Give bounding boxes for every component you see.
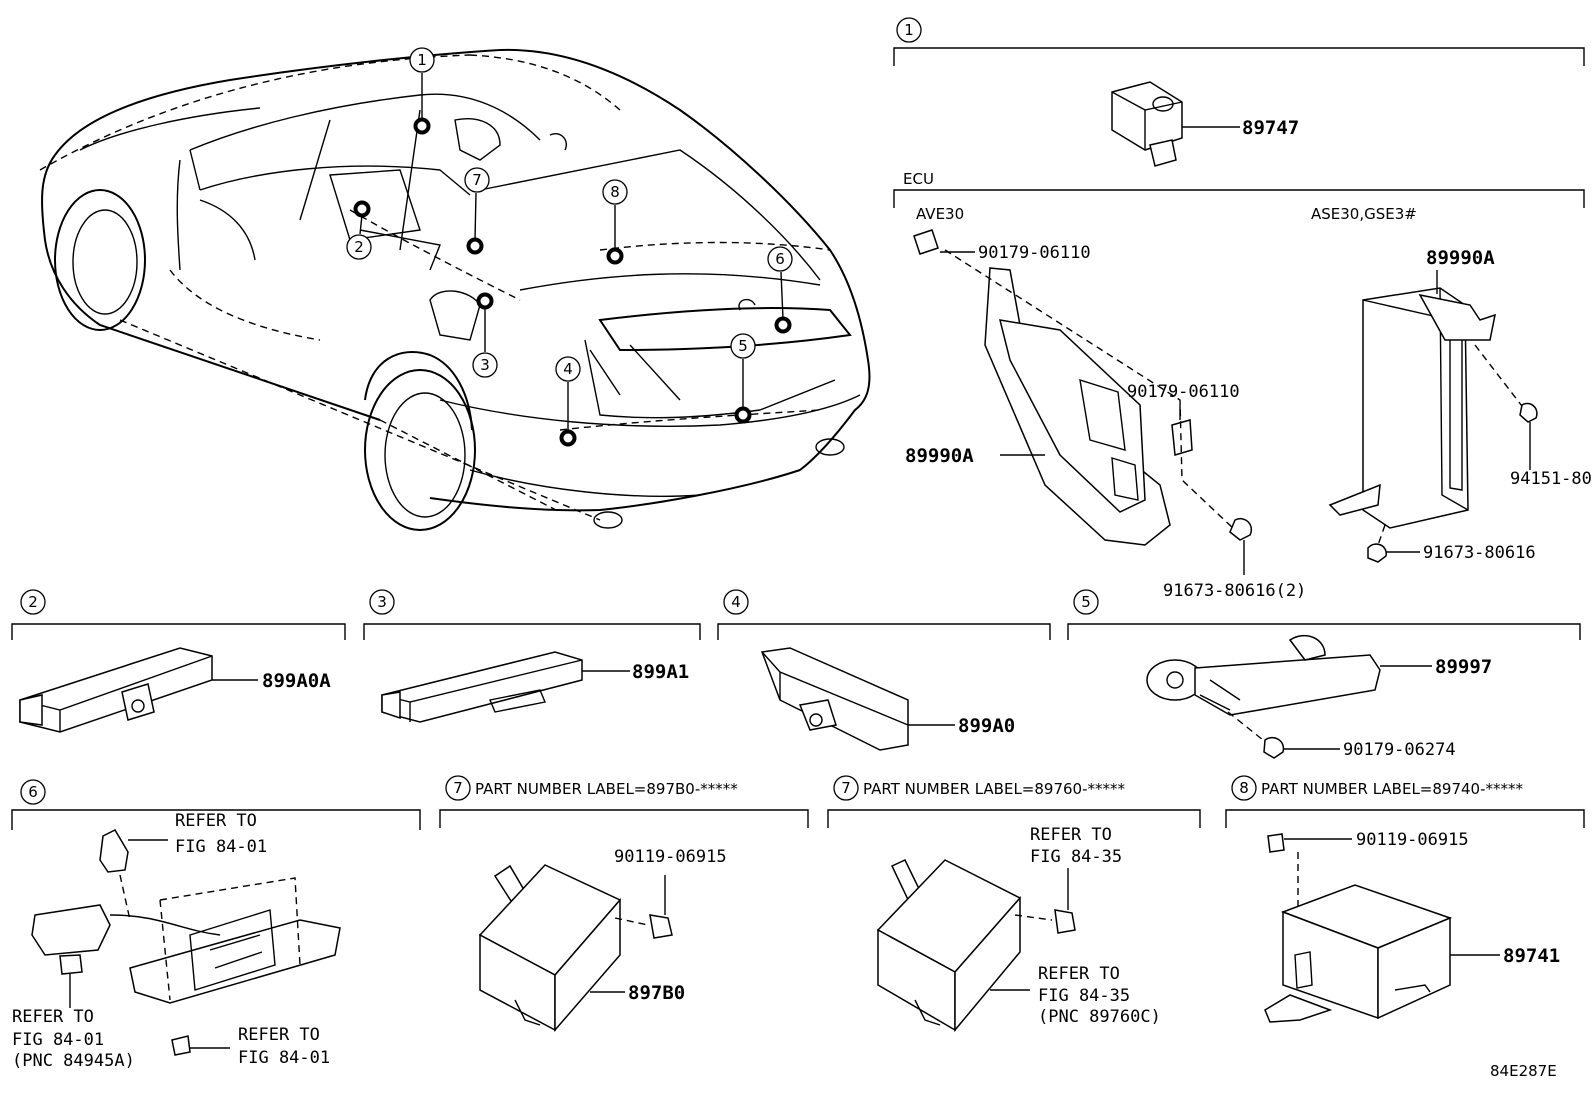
svg-text:1: 1 [417,51,427,69]
refer-to-3: REFER TO [238,1025,320,1045]
section-2: 2 899A0A [11,589,346,733]
section-8-number: 8 [1239,779,1249,797]
part-number-89997: 89997 [1435,656,1492,678]
part-number-899a0: 899A0 [958,715,1015,737]
refer-fig-7b-2: FIG 84-35 [1038,986,1130,1006]
section-4: 4 899A0 [717,589,1051,751]
ase30-ecu-drawing [1328,287,1538,563]
part-number-89990a-ase30: 89990A [1426,247,1495,269]
section-5: 5 89997 90179-06274 [1067,589,1581,760]
svg-text:6: 6 [775,250,785,268]
part-number-94151-80600: 94151-80600 [1510,469,1592,489]
part-number-90119-06915-b: 90119-06915 [1356,830,1469,850]
section-8: 8 PART NUMBER LABEL=89740-***** 90119-06… [1225,775,1585,1023]
antenna-89997-drawing [1146,634,1381,759]
section-7b: 7 PART NUMBER LABEL=89760-***** REFER TO… [827,775,1201,1033]
part-number-89990a-ave30: 89990A [905,445,974,467]
section-3-number: 3 [377,593,387,611]
refer-to-7b-1: REFER TO [1030,825,1112,845]
ecu-897b0-drawing [478,864,673,1033]
part-number-899a1: 899A1 [632,661,689,683]
svg-text:2: 2 [354,238,364,256]
handle-assembly-drawing [31,829,341,1056]
car-callout-8: 8 [602,179,628,205]
part-number-89741: 89741 [1503,945,1560,967]
part-number-899a0a: 899A0A [262,670,331,692]
refer-to-2: REFER TO [12,1007,94,1027]
refer-fig-1: FIG 84-01 [175,837,267,857]
section-5-number: 5 [1081,593,1091,611]
car-callout-2: 2 [346,234,372,260]
section-3: 3 899A1 [363,589,701,723]
refer-pnc-7b: (PNC 89760C) [1038,1007,1161,1027]
refer-fig-7b-1: FIG 84-35 [1030,847,1122,867]
antenna-899a1-drawing [381,651,583,723]
section-6: 6 REFER TO FIG 84-01 REFER TO FIG 84-01 … [11,779,421,1071]
section-7a: 7 PART NUMBER LABEL=897B0-***** 90119-06… [439,775,809,1033]
ecu-89760-drawing [876,859,1076,1033]
car-callout-7: 7 [464,167,490,193]
car-callout-3: 3 [472,352,498,378]
section-1: 1 89747 [893,17,1585,167]
car-callout-1: 1 [409,47,435,73]
refer-to-1: REFER TO [175,811,257,831]
part-number-90119-06915-a: 90119-06915 [614,847,727,867]
car-callout-4: 4 [555,356,581,382]
part-number-91673-80616-2: 91673-80616(2) [1163,581,1306,601]
antenna-899a0a-drawing [19,647,213,733]
section-2-number: 2 [28,593,38,611]
model-ave30: AVE30 [916,205,964,223]
part-number-90179-06274: 90179-06274 [1343,740,1456,760]
section-6-number: 6 [28,783,38,801]
figure-id: 84E287E [1490,1062,1557,1080]
car-illustration: 1 2 7 3 4 8 5 6 [39,47,871,531]
refer-to-7b-2: REFER TO [1038,964,1120,984]
refer-pnc-2: (PNC 84945A) [12,1051,135,1071]
ecu-89741-drawing [1264,833,1453,1023]
refer-fig-2: FIG 84-01 [12,1030,104,1050]
part-number-89747: 89747 [1242,117,1299,139]
part-number-90179-06110-a: 90179-06110 [978,243,1091,263]
ecu-section: ECU AVE30 ASE30,GSE3# 90179-06110 90179-… [893,170,1592,601]
svg-text:4: 4 [563,360,573,378]
section-4-number: 4 [731,593,741,611]
sensor-89747-drawing [1111,81,1183,167]
part-number-label-89760: PART NUMBER LABEL=89760-***** [863,780,1125,798]
refer-fig-3: FIG 84-01 [238,1048,330,1068]
ecu-label: ECU [903,170,934,188]
svg-text:3: 3 [480,356,490,374]
part-number-label-897b0: PART NUMBER LABEL=897B0-***** [475,780,738,798]
section-7a-number: 7 [453,779,463,797]
ave30-ecu-drawing [913,229,1252,575]
car-callout-5: 5 [730,333,756,359]
section-7b-number: 7 [841,779,851,797]
svg-text:5: 5 [738,337,748,355]
part-number-90179-06110-b: 90179-06110 [1127,382,1240,402]
section-1-number: 1 [904,21,914,39]
svg-text:8: 8 [610,183,620,201]
car-callout-6: 6 [767,246,793,272]
part-number-91673-80616: 91673-80616 [1423,543,1536,563]
model-ase30: ASE30,GSE3# [1311,205,1417,223]
antenna-899a0-drawing [760,647,909,751]
svg-text:7: 7 [472,171,482,189]
part-number-897b0: 897B0 [628,982,685,1004]
part-number-label-89740: PART NUMBER LABEL=89740-***** [1261,780,1523,798]
